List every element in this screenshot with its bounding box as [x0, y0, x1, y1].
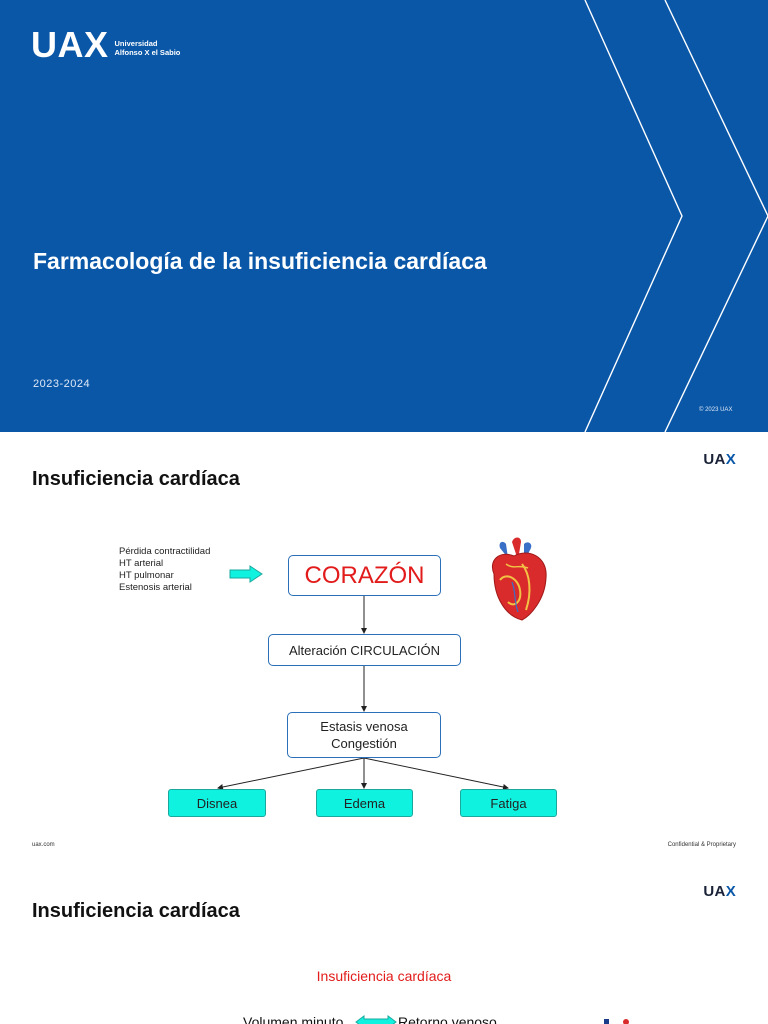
logo-line-1: Universidad: [115, 39, 181, 48]
title-slide: UAX Universidad Alfonso X el Sabio Farma…: [0, 0, 768, 432]
stasis-box: Estasis venosa Congestión: [287, 712, 441, 758]
uax-logo: UAX Universidad Alfonso X el Sabio: [31, 27, 180, 63]
circulation-box: Alteración CIRCULACIÓN: [268, 634, 461, 666]
second-diagram-slide: UAX Insuficiencia cardíaca Insuficiencia…: [0, 856, 768, 1024]
footer-confidential: Confidential & Proprietary: [668, 842, 736, 848]
uax-logo-text: Universidad Alfonso X el Sabio: [115, 39, 181, 57]
uax-logo-mark: UAX: [31, 27, 109, 63]
double-block-arrow-icon: [356, 1016, 396, 1024]
slide3-graphics: [0, 856, 768, 1024]
heart-box: CORAZÓN: [288, 555, 441, 596]
figure-fragment-icon: [604, 1019, 629, 1024]
academic-year: 2023-2024: [33, 378, 90, 390]
chevron-decoration: [0, 0, 768, 432]
right-block-arrow-icon: [230, 566, 262, 582]
symptom-fatiga: Fatiga: [460, 789, 557, 817]
logo-line-2: Alfonso X el Sabio: [115, 48, 181, 57]
presentation-title: Farmacología de la insuficiencia cardíac…: [33, 248, 487, 275]
symptom-disnea: Disnea: [168, 789, 266, 817]
label-retorno-venoso: Retorno venoso: [398, 1014, 497, 1024]
copyright-notice: © 2023 UAX: [699, 407, 732, 413]
anatomical-heart-icon: [492, 538, 546, 621]
stasis-line-1: Estasis venosa: [320, 718, 407, 735]
stasis-line-2: Congestión: [331, 735, 397, 752]
footer-website: uax.com: [32, 842, 55, 848]
symptom-edema: Edema: [316, 789, 413, 817]
diagram-slide: UAX Insuficiencia cardíaca Pérdida contr…: [0, 432, 768, 856]
